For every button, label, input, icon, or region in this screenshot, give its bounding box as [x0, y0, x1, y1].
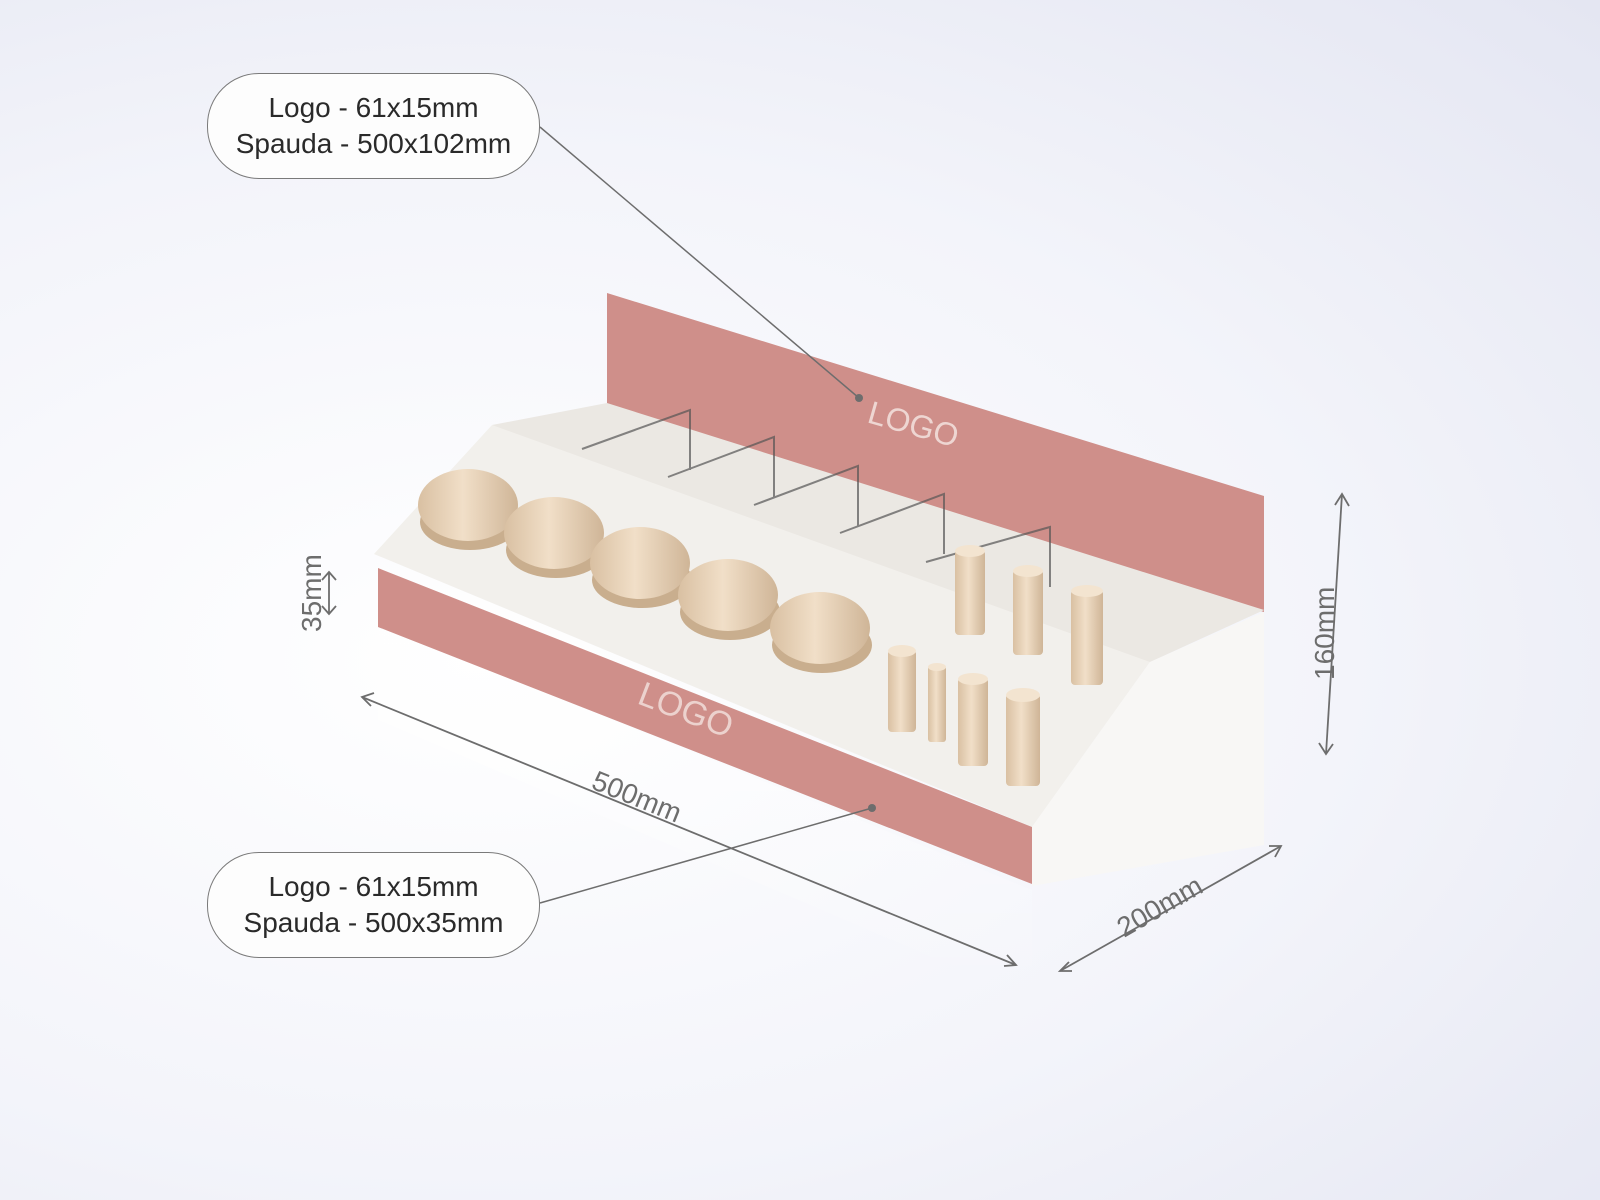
stick-product — [958, 673, 988, 766]
floor-reflection — [378, 625, 1032, 1000]
depth-label: 200mm — [1112, 870, 1208, 944]
back-panel — [607, 293, 1264, 612]
leader-lines — [539, 126, 876, 904]
front-height-label: 35mm — [296, 554, 327, 632]
callout-back-logo-size: Logo - 61x15mm — [268, 92, 479, 123]
height-label: 160mm — [1309, 587, 1340, 680]
callout-front-print-size: Spauda - 500x35mm — [243, 907, 504, 938]
round-product — [770, 592, 872, 673]
round-products — [418, 469, 872, 673]
round-product — [504, 497, 606, 578]
round-product — [678, 559, 780, 640]
height-dimension-line — [1325, 493, 1343, 755]
leader-line-top — [539, 126, 860, 399]
stick-product — [1006, 688, 1040, 786]
callout-front-logo-size: Logo - 61x15mm — [268, 871, 479, 902]
stick-product — [928, 663, 946, 742]
callout-front-panel: Logo - 61x15mm Spauda - 500x35mm — [207, 852, 540, 958]
stick-product — [1013, 565, 1043, 655]
round-product — [590, 527, 692, 608]
stick-product — [1071, 585, 1103, 685]
front-panel — [378, 568, 1032, 884]
stick-product — [955, 545, 985, 635]
stick-products — [888, 545, 1103, 786]
side-panel — [1032, 612, 1264, 886]
leader-dot-bottom — [868, 804, 876, 812]
stick-product — [888, 645, 916, 732]
leader-dot-top — [855, 394, 863, 402]
callout-back-print-size: Spauda - 500x102mm — [235, 128, 512, 159]
dimension-lines — [321, 492, 1350, 972]
depth-dimension-line — [1059, 845, 1282, 972]
length-dimension-line — [361, 696, 1017, 966]
round-product — [418, 469, 520, 550]
leader-line-bottom — [539, 807, 873, 904]
callout-back-panel: Logo - 61x15mm Spauda - 500x102mm — [207, 73, 540, 179]
